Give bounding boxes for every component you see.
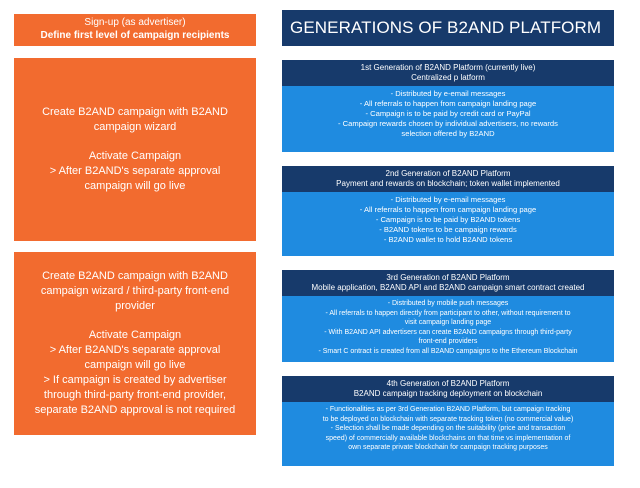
generation-2-header: 2nd Generation of B2AND Platform Payment… (282, 166, 614, 192)
bullet-item: - Campaign rewards chosen by individual … (338, 119, 558, 128)
generation-title: 2nd Generation of B2AND Platform (385, 169, 511, 178)
bullet-item: - With B2AND API advertisers can create … (324, 328, 572, 336)
generation-subtitle: Centralized p latform (411, 73, 485, 82)
bullet-item: - Distributed by e-email messages (390, 195, 506, 204)
bullet-item: front-end providers (418, 338, 478, 346)
generation-4-header: 4th Generation of B2AND Platform B2AND c… (282, 376, 614, 402)
signup-subtitle: Define first level of campaign recipient… (40, 30, 230, 41)
generation-1-header: 1st Generation of B2AND Platform (curren… (282, 60, 614, 86)
generation-4-details: - Functionalities as per 3rd Generation … (282, 402, 614, 466)
card-line: provider (115, 300, 155, 312)
bullet-item: - Functionalities as per 3rd Generation … (325, 406, 571, 413)
generation-3-details: - Distributed by mobile push messages - … (282, 296, 614, 362)
bullet-item: - All referrals to happen directly from … (325, 309, 571, 317)
card-line: > After B2AND's separate approval (49, 344, 221, 356)
bullet-item: visit campaign landing page (404, 319, 492, 327)
bullet-item: - Campaign is to be paid by B2AND tokens (375, 215, 521, 224)
signup-box: Sign-up (as advertiser) Define first lev… (14, 14, 256, 46)
card-line: > If campaign is created by advertiser (43, 374, 227, 386)
bullet-item: - Distributed by e-email messages (390, 89, 506, 98)
card-line: > After B2AND's separate approval (49, 165, 221, 177)
card-line: Create B2AND campaign with B2AND (42, 270, 228, 282)
bullet-item: - Selection shall be made depending on t… (330, 425, 566, 433)
bullet-item: - Campaign is to be paid by credit card … (365, 109, 531, 118)
campaign-card-third-party: Create B2AND campaign with B2AND campaig… (14, 252, 256, 435)
card-spacer (24, 135, 246, 149)
generation-subtitle: Mobile application, B2AND API and B2AND … (311, 283, 585, 292)
generation-subtitle: Payment and rewards on blockchain; token… (336, 179, 560, 188)
card-line: campaign wizard (93, 121, 177, 133)
bullet-item: - All referrals to happen from campaign … (359, 205, 537, 214)
card-line: campaign wizard / third-party front-end (40, 285, 230, 297)
card-line: through third-party front-end provider, (43, 389, 227, 401)
bullet-item: speed) of commercially available blockch… (325, 434, 571, 442)
generation-subtitle: B2AND campaign tracking deployment on bl… (353, 389, 543, 398)
generation-3-header: 3rd Generation of B2AND Platform Mobile … (282, 270, 614, 296)
card-line: Activate Campaign (88, 150, 182, 162)
signup-title: Sign-up (as advertiser) (84, 17, 186, 28)
bullet-item: own separate private blockchain for camp… (348, 444, 548, 452)
generation-title: 1st Generation of B2AND Platform (curren… (360, 63, 536, 72)
bullet-item: - B2AND wallet to hold B2AND tokens (383, 235, 513, 244)
bullet-item: - All referrals to happen from campaign … (359, 99, 537, 108)
card-line: Activate Campaign (88, 329, 182, 341)
campaign-card-basic: Create B2AND campaign with B2AND campaig… (14, 58, 256, 241)
generation-1-details: - Distributed by e-email messages - All … (282, 86, 614, 152)
generation-2-details: - Distributed by e-email messages - All … (282, 192, 614, 256)
bullet-item: - Smart C ontract is created from all B2… (318, 347, 578, 355)
card-line: separate B2AND approval is not required (34, 404, 236, 416)
generation-title: 4th Generation of B2AND Platform (386, 379, 510, 388)
generation-title: 3rd Generation of B2AND Platform (386, 273, 510, 282)
bullet-item: - Distributed by mobile push messages (387, 300, 509, 307)
card-line: campaign will go live (84, 180, 186, 192)
card-spacer (24, 314, 246, 328)
bullet-item: to be deployed on blockchain with separa… (322, 415, 574, 423)
bullet-item: selection offered by B2AND (401, 129, 495, 138)
card-line: Create B2AND campaign with B2AND (42, 106, 228, 118)
card-line: campaign will go live (84, 359, 186, 371)
bullet-item: - B2AND tokens to be campaign rewards (379, 225, 517, 234)
page-title: GENERATIONS OF B2AND PLATFORM (282, 10, 614, 46)
